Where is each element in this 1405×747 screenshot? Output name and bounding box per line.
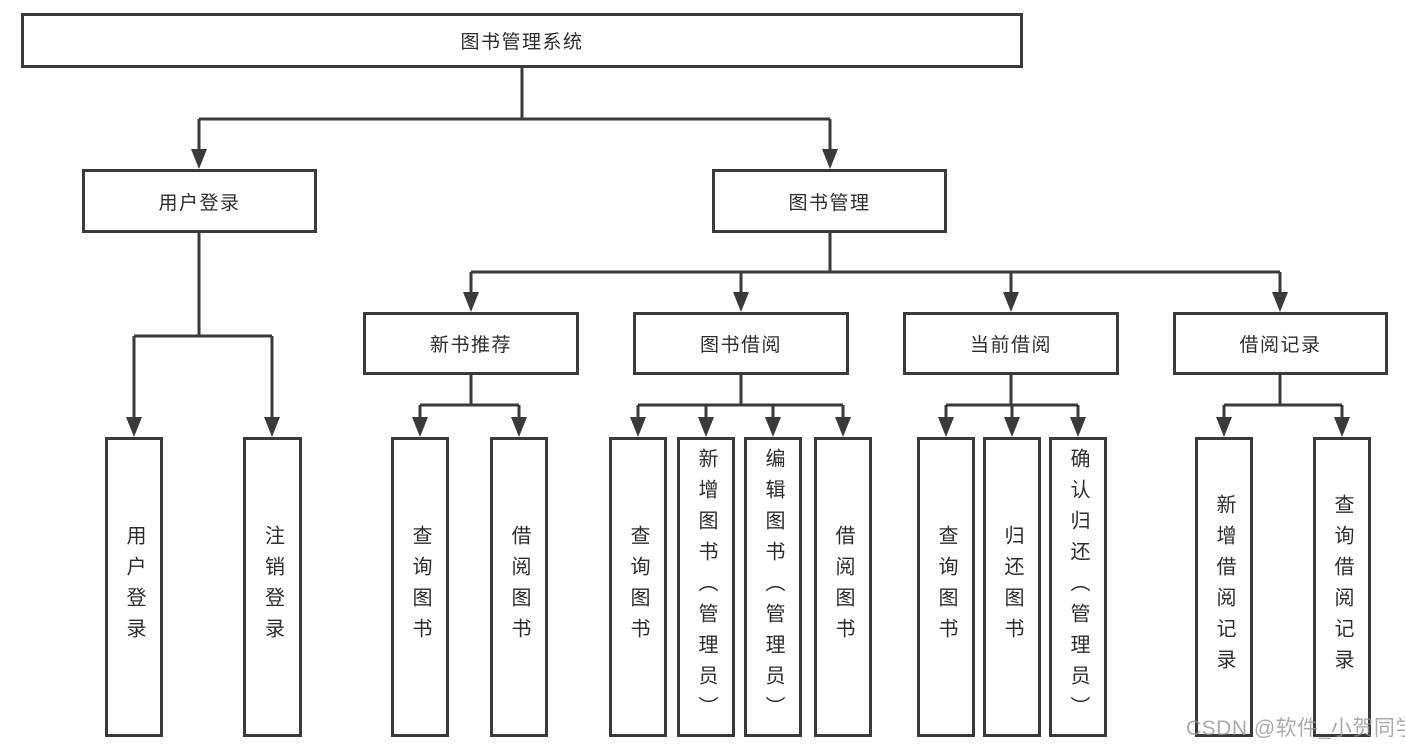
node-new-book-recommend-label: 新书推荐 (429, 335, 512, 356)
arrowhead (765, 417, 781, 437)
node-root-label: 图书管理系统 (460, 32, 584, 53)
arrowhead (463, 292, 479, 312)
leaf-query-borrow-record-label: 查询借阅记录 (1331, 494, 1353, 680)
leaf-confirm-return-admin-label: 确认归还（管理员） (1067, 447, 1089, 727)
leaf-query-books-2: 查询图书 (609, 437, 667, 737)
arrowhead (835, 417, 851, 437)
node-book-management: 图书管理 (712, 169, 947, 233)
node-book-borrow: 图书借阅 (633, 312, 849, 375)
arrowhead (1334, 417, 1350, 437)
node-user-login-label: 用户登录 (158, 192, 241, 214)
leaf-borrow-books-2-label: 借阅图书 (832, 525, 854, 649)
node-book-management-label: 图书管理 (788, 192, 871, 214)
arrowhead (733, 292, 749, 312)
node-borrow-record-label: 借阅记录 (1239, 335, 1322, 356)
leaf-add-books-admin: 新增图书（管理员） (677, 437, 735, 737)
leaf-borrow-books-2: 借阅图书 (814, 437, 872, 737)
leaf-query-books-1-label: 查询图书 (409, 525, 431, 649)
node-current-borrow: 当前借阅 (903, 312, 1119, 375)
leaf-edit-books-admin: 编辑图书（管理员） (744, 437, 802, 737)
arrowhead (1272, 292, 1288, 312)
leaf-confirm-return-admin: 确认归还（管理员） (1049, 437, 1107, 737)
leaf-query-books-3: 查询图书 (917, 437, 975, 737)
arrowhead (511, 417, 527, 437)
leaf-user-login: 用户登录 (105, 437, 163, 737)
leaf-logout-login-label: 注销登录 (261, 525, 284, 649)
leaf-borrow-books-1-label: 借阅图书 (508, 525, 530, 649)
arrowhead (264, 417, 280, 437)
node-borrow-record: 借阅记录 (1173, 312, 1388, 375)
arrowhead (1004, 417, 1020, 437)
leaf-user-login-label: 用户登录 (123, 525, 145, 649)
leaf-logout-login: 注销登录 (243, 437, 302, 737)
leaf-edit-books-admin-label: 编辑图书（管理员） (762, 447, 784, 727)
arrowhead (1070, 417, 1086, 437)
arrowhead (630, 417, 646, 437)
connector-user-login (132, 233, 274, 420)
node-user-login: 用户登录 (82, 169, 317, 233)
connector-book-management (469, 233, 1282, 295)
arrowhead (1003, 292, 1019, 312)
connector-current-borrow (944, 375, 1080, 420)
arrowhead (412, 417, 428, 437)
node-root: 图书管理系统 (21, 13, 1023, 68)
arrowhead (698, 417, 714, 437)
csdn-watermark: CSDN @软件_小贺同学 (1186, 717, 1405, 740)
arrowhead (126, 417, 142, 437)
arrowhead (191, 149, 207, 169)
leaf-return-books: 归还图书 (983, 437, 1041, 737)
leaf-query-books-3-label: 查询图书 (935, 525, 957, 649)
connector-new-book-recommend (418, 375, 521, 420)
connector-borrow-record (1222, 375, 1344, 420)
leaf-query-books-2-label: 查询图书 (627, 525, 649, 649)
node-book-borrow-label: 图书借阅 (699, 335, 782, 356)
node-new-book-recommend: 新书推荐 (363, 312, 579, 375)
arrowhead (1216, 417, 1232, 437)
connector-root (197, 68, 832, 152)
leaf-query-borrow-record: 查询借阅记录 (1313, 437, 1371, 737)
leaf-borrow-books-1: 借阅图书 (490, 437, 548, 737)
leaf-query-books-1: 查询图书 (391, 437, 449, 737)
leaf-add-borrow-record: 新增借阅记录 (1195, 437, 1253, 737)
leaf-add-borrow-record-label: 新增借阅记录 (1213, 494, 1235, 680)
node-current-borrow-label: 当前借阅 (969, 335, 1052, 356)
connector-book-borrow (636, 375, 845, 420)
leaf-add-books-admin-label: 新增图书（管理员） (695, 447, 717, 727)
arrowhead (822, 149, 838, 169)
leaf-return-books-label: 归还图书 (1001, 525, 1023, 649)
arrowhead (938, 417, 954, 437)
